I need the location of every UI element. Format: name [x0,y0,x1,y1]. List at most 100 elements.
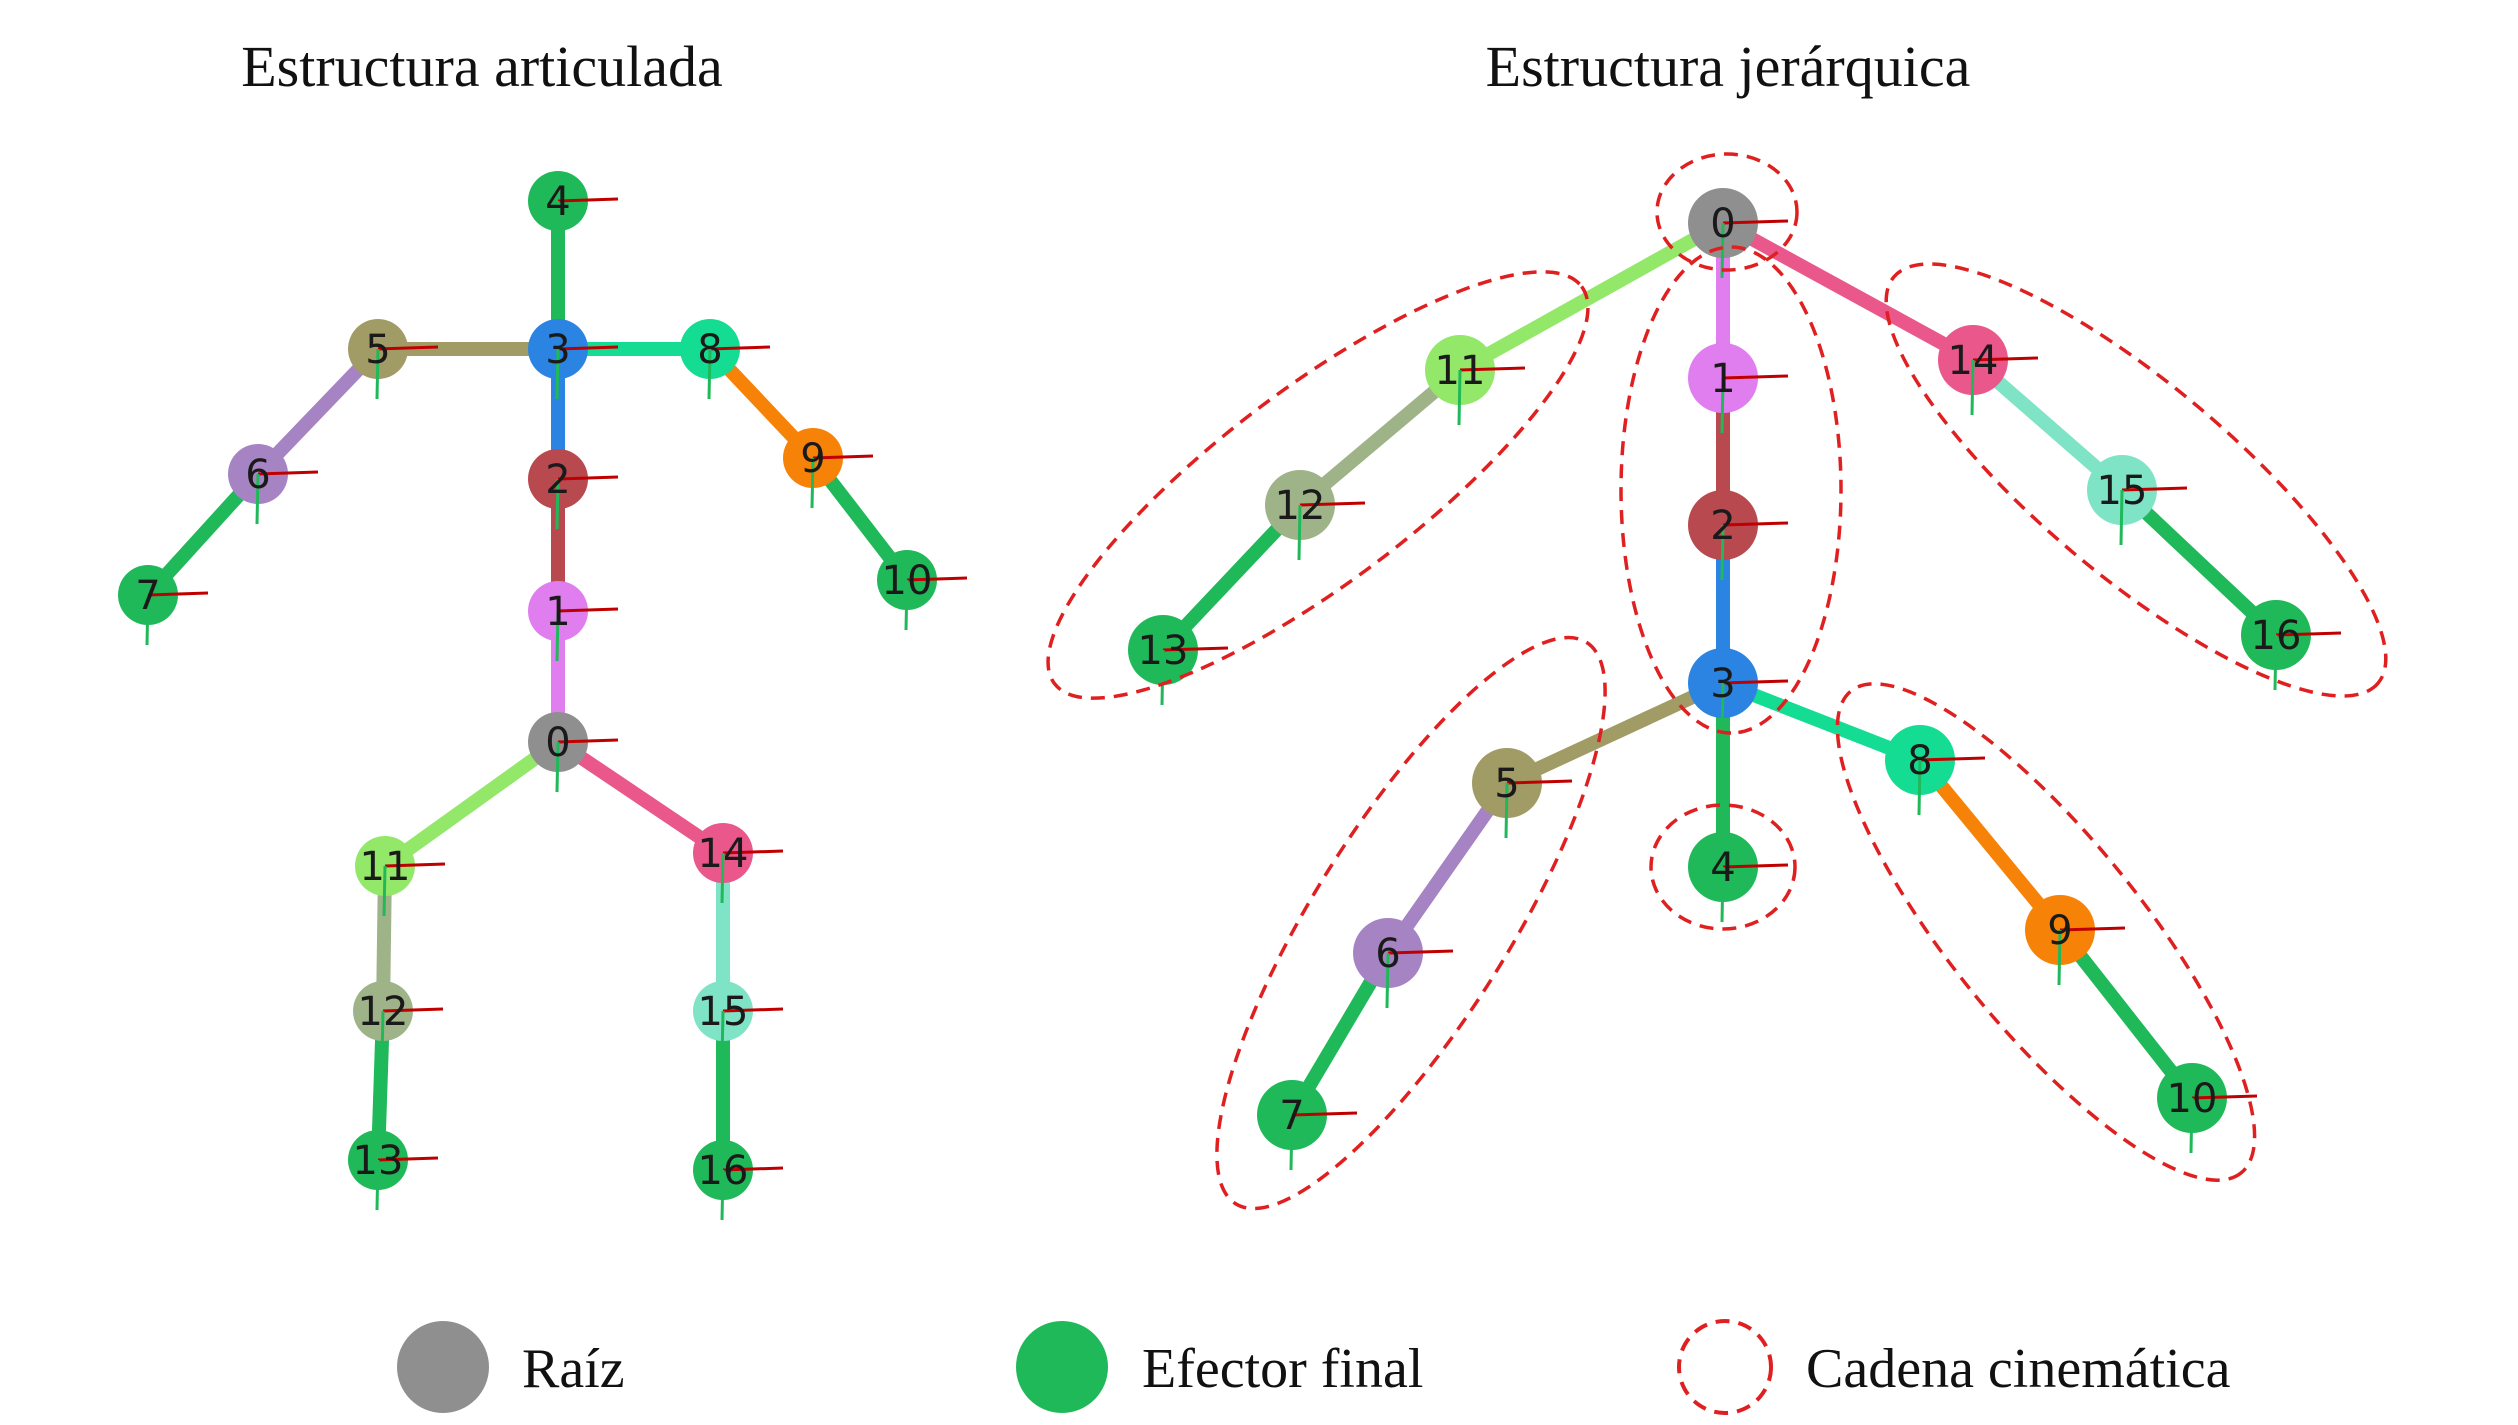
right-axis-y-5 [1504,782,1509,839]
right-bone-0-14 [1716,216,1980,367]
left-end-effector-joint-16: 16 [693,1140,784,1221]
left-axis-y-11 [382,865,387,917]
right-axis-x-11 [1459,366,1526,372]
left-axis-x-0 [557,738,619,744]
left-bone-0-14 [551,735,730,860]
right-bone-15-16 [2115,483,2283,642]
left-joint-label-16: 16 [698,1148,749,1194]
left-axis-y-13 [375,1159,380,1211]
right-bone-3-8 [1716,676,1927,767]
left-joint-label-11: 11 [360,844,411,890]
right-axis-y-3 [1720,682,1725,739]
right-end-effector-joint-16: 16 [2241,600,2342,691]
left-end-effector-joint-13: 13 [348,1130,439,1211]
right-bone-8-9 [1913,753,2067,937]
left-axis-x-5 [377,345,439,351]
right-bone-9-10 [2053,923,2199,1105]
left-axis-y-7 [145,594,150,646]
right-axis-y-1 [1720,377,1725,434]
right-axis-x-5 [1506,779,1573,785]
left-axis-x-3 [557,345,619,351]
right-axis-y-13 [1160,649,1165,706]
right-joint-label-15: 15 [2097,468,2148,514]
left-axis-y-2 [555,478,560,530]
legend-kinematic-chain-swatch [1677,1319,1773,1415]
right-axis-x-6 [1387,949,1454,955]
right-axis-y-4 [1720,866,1725,923]
right-joint-8: 8 [1885,725,1986,816]
left-joint-label-7: 7 [135,573,160,619]
legend-kinematic-chain-label: Cadena cinemática [1806,1338,2231,1400]
left-end-effector-joint-7: 7 [118,565,209,646]
left-axis-y-14 [720,852,725,904]
right-joint-9: 9 [2025,895,2126,986]
left-joint-label-5: 5 [365,327,390,373]
right-axis-y-11 [1457,369,1462,426]
right-axis-x-3 [1722,679,1789,685]
left-axis-x-6 [257,470,319,476]
left-joint-14: 14 [693,823,784,904]
right-axis-x-7 [1291,1111,1358,1117]
right-joint-label-6: 6 [1375,931,1400,977]
left-joint-2: 2 [528,449,619,530]
left-bone-0-11 [378,735,565,873]
kinematic-chain-4 [1649,803,1797,931]
left-joint-5: 5 [348,319,439,400]
kinematic-chain-5-6-7 [1215,635,1607,1211]
right-joint-label-16: 16 [2251,613,2302,659]
left-joint-label-15: 15 [698,989,749,1035]
kinematic-chain-8-9-10 [1835,682,2257,1182]
left-axis-y-10 [904,579,909,631]
left-joint-3: 3 [528,319,619,400]
right-joint-label-5: 5 [1494,761,1519,807]
legend-root-swatch [397,1321,489,1413]
right-axis-y-6 [1385,952,1390,1009]
left-joint-label-6: 6 [245,452,270,498]
right-axis-x-9 [2059,926,2126,932]
right-end-effector-joint-10: 10 [2157,1063,2258,1154]
right-joint-14: 14 [1938,325,2039,416]
right-joint-label-9: 9 [2047,908,2072,954]
right-axis-y-2 [1720,524,1725,581]
right-joint-label-12: 12 [1275,483,1326,529]
right-axis-x-10 [2191,1094,2258,1100]
right-axis-y-7 [1289,1114,1294,1171]
kinematic-chain-14-15-16 [1884,262,2388,698]
left-axis-y-4 [555,200,560,252]
left-axis-y-15 [720,1010,725,1062]
title-articulated: Estructura articulada [241,34,722,99]
left-joint-label-13: 13 [353,1138,404,1184]
right-joint-label-0: 0 [1710,201,1735,247]
left-axis-y-6 [255,473,260,525]
right-joint-label-10: 10 [2167,1076,2218,1122]
right-axis-x-8 [1919,756,1986,762]
right-root-joint-0: 0 [1688,188,1789,279]
left-joint-label-0: 0 [545,720,570,766]
left-end-effector-joint-10: 10 [877,550,968,631]
left-axis-x-1 [557,607,619,613]
left-joint-label-12: 12 [358,989,409,1035]
legend-end-effector-swatch [1016,1321,1108,1413]
left-joint-12: 12 [353,981,444,1062]
left-axis-x-16 [722,1166,784,1172]
left-axis-x-10 [906,576,968,582]
kinematic-chain-1-2-3 [1619,245,1843,735]
legend-root-label: Raíz [522,1338,625,1400]
right-joint-11: 11 [1425,335,1526,426]
right-joint-label-3: 3 [1710,661,1735,707]
left-end-effector-joint-4: 4 [528,171,619,252]
right-joint-label-11: 11 [1435,348,1486,394]
right-joint-1: 1 [1688,343,1789,434]
left-axis-x-7 [147,591,209,597]
left-axis-x-13 [377,1156,439,1162]
right-axis-x-14 [1972,356,2039,362]
right-joint-2: 2 [1688,490,1789,581]
right-axis-y-14 [1970,359,1975,416]
title-hierarchical: Estructura jerárquica [1486,34,1971,99]
left-axis-x-12 [382,1007,444,1013]
left-joint-label-14: 14 [698,831,749,877]
right-joint-label-7: 7 [1279,1093,1304,1139]
right-axis-x-12 [1299,501,1366,507]
right-bone-0-11 [1453,216,1730,377]
